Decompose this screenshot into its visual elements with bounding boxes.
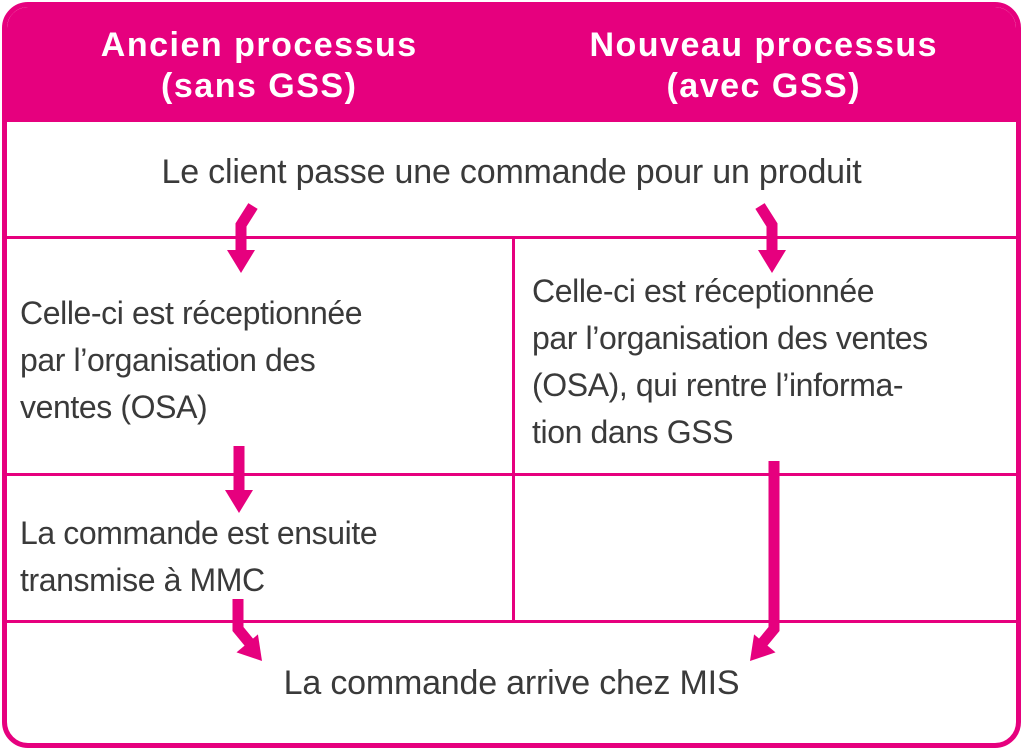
step-new-reception-text: Celle-ci est réceptionnée par l’organisa…: [512, 239, 1016, 473]
empty-cell-new-process: [512, 476, 1016, 620]
step-order-text: Le client passe une commande pour un pro…: [161, 152, 862, 191]
step-old-reception-text: Celle-ci est réceptionnée par l’organisa…: [20, 295, 363, 425]
row-order: Le client passe une commande pour un pro…: [7, 122, 1016, 236]
step-old-transmit-text: La commande est ensuite transmise à MMC: [20, 515, 378, 598]
column-header-old-process: Ancien processus (sans GSS): [100, 25, 418, 105]
row-arrival: La commande arrive chez MIS: [7, 620, 1016, 743]
column-header-new-process: Nouveau processus (avec GSS): [589, 25, 939, 105]
row-transmission: La commande est ensuite transmise à MMC: [7, 473, 1016, 620]
table-header-row: Ancien processus (sans GSS) Nouveau proc…: [7, 7, 1016, 122]
row-reception: Celle-ci est réceptionnée par l’organisa…: [7, 236, 1016, 473]
step-arrival-text: La commande arrive chez MIS: [283, 663, 740, 702]
